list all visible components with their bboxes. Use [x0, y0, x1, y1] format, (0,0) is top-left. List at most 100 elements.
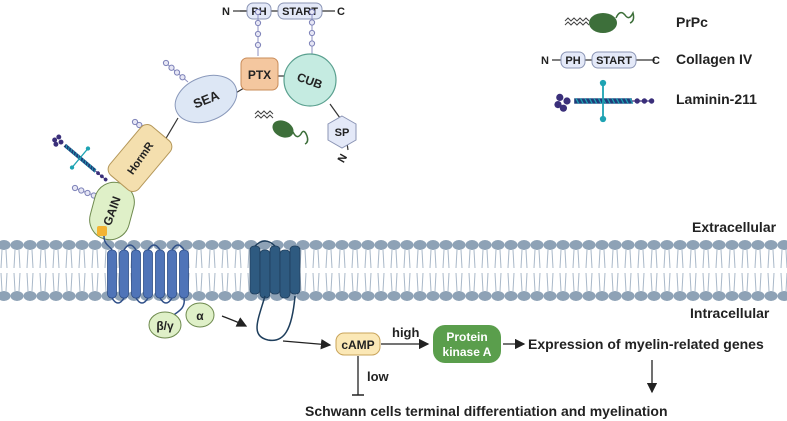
lipid-head — [595, 291, 609, 301]
lipid-head — [205, 240, 219, 250]
svg-text:START: START — [282, 6, 318, 18]
sea-domain: SEA — [174, 74, 238, 124]
lipid-head — [504, 240, 518, 250]
lipid-head — [465, 240, 479, 250]
lipid-head — [608, 291, 622, 301]
transmembrane-helix — [167, 249, 177, 299]
galpha-activation-arrow — [221, 315, 248, 327]
lipid-head — [699, 291, 713, 301]
lipid-head — [660, 240, 674, 250]
lipid-head — [686, 291, 700, 301]
lipid-head — [647, 240, 661, 250]
svg-text:PH: PH — [565, 55, 580, 67]
lipid-head — [517, 240, 531, 250]
adgrg6-7tm-receptor — [103, 235, 189, 319]
lipid-head — [569, 240, 583, 250]
transmembrane-helix — [259, 249, 271, 299]
transmembrane-helix — [107, 249, 117, 299]
glycan-residue — [308, 8, 316, 16]
glycan-residue — [71, 184, 79, 192]
lipid-head — [569, 291, 583, 301]
lipid-head — [751, 240, 765, 250]
lipid-head — [660, 291, 674, 301]
lipid-head — [595, 240, 609, 250]
collagen-start-domain — [277, 2, 323, 20]
transmembrane-helix — [269, 245, 281, 295]
svg-text:C: C — [652, 55, 660, 67]
transmembrane-helix — [119, 249, 129, 299]
g-beta-gamma-subunit — [148, 311, 182, 339]
lipid-bilayer — [0, 240, 787, 301]
camp-production-arrow — [282, 339, 332, 350]
legend-prpc: PrPc — [564, 10, 708, 33]
lipid-head — [634, 291, 648, 301]
lipid-head — [400, 240, 414, 250]
lipid-head — [23, 291, 37, 301]
lipid-head — [452, 291, 466, 301]
transmembrane-helix — [131, 249, 141, 299]
glycan-residue — [162, 59, 170, 67]
collagen-n-terminus: N — [222, 6, 230, 18]
lipid-head — [335, 240, 349, 250]
lipid-head — [439, 291, 453, 301]
lipid-head — [10, 240, 24, 250]
lipid-head — [49, 240, 63, 250]
transmembrane-helix — [179, 249, 189, 299]
lipid-head — [361, 240, 375, 250]
camp-node: cAMP — [335, 332, 381, 356]
svg-text:β/γ: β/γ — [156, 319, 174, 333]
lipid-head — [621, 291, 635, 301]
lipid-head — [556, 291, 570, 301]
hormr-domain: HormR — [107, 124, 173, 192]
svg-text:Protein: Protein — [446, 330, 487, 344]
lipid-head — [36, 291, 50, 301]
lipid-head — [517, 291, 531, 301]
lipid-head — [10, 291, 24, 301]
low-label: low — [367, 369, 390, 384]
svg-text:cAMP: cAMP — [341, 338, 374, 352]
n-terminus-label: N — [336, 152, 350, 165]
legend: PrPc N PH START C Collagen IV Laminin-21… — [541, 10, 757, 123]
transmembrane-helix — [143, 249, 153, 299]
gain-domain: GAIN — [89, 181, 135, 241]
lipid-head — [218, 240, 232, 250]
lipid-head — [426, 291, 440, 301]
lipid-head — [478, 240, 492, 250]
lipid-head — [62, 291, 76, 301]
lipid-head — [634, 240, 648, 250]
lipid-head — [491, 240, 505, 250]
glycan-residue — [136, 121, 143, 129]
lipid-head — [452, 240, 466, 250]
lipid-head — [582, 240, 596, 250]
lipid-head — [738, 240, 752, 250]
glycan-residue — [179, 74, 186, 81]
lipid-head — [543, 240, 557, 250]
g-protein: β/γ α — [148, 302, 215, 339]
lipid-head — [205, 291, 219, 301]
lipid-head — [582, 291, 596, 301]
lipid-head — [179, 240, 193, 250]
lipid-head — [322, 291, 336, 301]
lipid-head — [374, 291, 388, 301]
extracellular-label: Extracellular — [692, 219, 777, 235]
activated-receptor — [249, 240, 301, 342]
lipid-head — [374, 240, 388, 250]
lipid-head — [673, 291, 687, 301]
lipid-head — [309, 240, 323, 250]
transmembrane-helix — [279, 249, 291, 299]
lipid-head — [777, 240, 787, 250]
lipid-head — [23, 240, 37, 250]
ptx-domain: PTX — [240, 57, 279, 91]
lipid-head — [348, 291, 362, 301]
outcome-text: Schwann cells terminal differentiation a… — [305, 403, 668, 419]
laminin-ligand — [52, 134, 108, 182]
lipid-head — [725, 240, 739, 250]
lipid-head — [556, 240, 570, 250]
legend-laminin: Laminin-211 — [554, 79, 757, 123]
svg-text:α: α — [196, 309, 204, 323]
transmembrane-helix — [289, 245, 301, 295]
lipid-head — [166, 240, 180, 250]
svg-text:kinase A: kinase A — [443, 345, 492, 359]
transmembrane-helix — [249, 245, 261, 295]
